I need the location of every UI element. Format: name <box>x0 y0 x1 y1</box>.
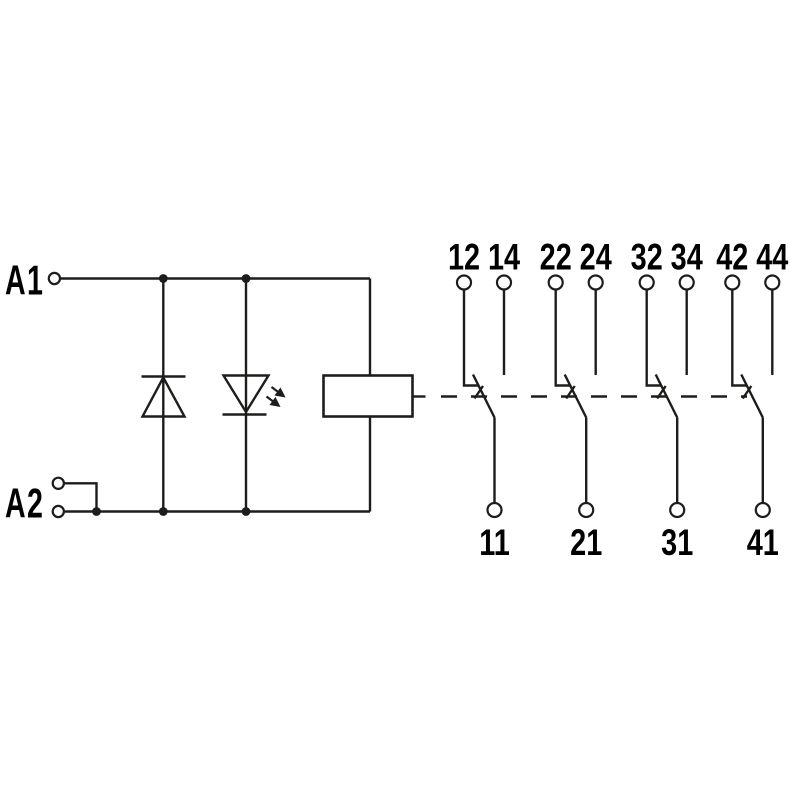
common-terminal-label: 31 <box>661 523 693 564</box>
a1-terminal-label: A1 <box>5 256 44 304</box>
nc-terminal-label: 32 <box>631 237 663 278</box>
nc-terminal-wire <box>645 289 661 387</box>
a2-terminal-circle-upper <box>51 476 66 490</box>
relay-coil <box>322 374 414 418</box>
junction-dot <box>241 507 251 516</box>
common-terminal-circle <box>578 501 595 519</box>
no-terminal-label: 24 <box>580 237 613 278</box>
common-terminal-label: 11 <box>479 523 510 564</box>
led-triangle <box>221 374 271 415</box>
led-indicator <box>221 374 286 416</box>
contact-mover <box>563 373 588 419</box>
contact-mover <box>654 373 679 419</box>
nc-contact-tick <box>656 385 667 400</box>
common-terminal-circle <box>669 501 686 519</box>
diode-triangle <box>140 374 187 418</box>
nc-terminal-wire <box>554 289 570 387</box>
nc-terminal-label: 22 <box>540 237 572 278</box>
a2-bridge-wire <box>64 482 98 512</box>
a2-terminal-label: A2 <box>5 479 44 527</box>
led-light-arrow <box>270 386 286 398</box>
nc-contact-tick <box>473 385 484 400</box>
common-terminal-label: 21 <box>570 523 602 564</box>
a2-terminal-circle-lower <box>51 504 66 519</box>
junction-dot <box>92 507 101 516</box>
no-terminal-label: 14 <box>488 237 521 278</box>
junction-dot <box>158 274 168 283</box>
nc-terminal-wire <box>731 289 747 387</box>
changeover-contact-3: 32 34 31 <box>631 237 704 564</box>
nc-contact-tick <box>565 385 576 400</box>
suppressor-diode <box>140 374 187 418</box>
no-terminal-label: 44 <box>756 237 789 278</box>
changeover-contact-4: 42 44 41 <box>716 237 789 564</box>
no-terminal-label: 34 <box>671 237 704 278</box>
nc-terminal-label: 12 <box>448 237 480 278</box>
changeover-contact-2: 22 24 21 <box>540 237 613 564</box>
led-light-arrow <box>265 395 281 408</box>
nc-terminal-label: 42 <box>716 237 748 278</box>
contact-mover <box>471 373 496 419</box>
contact-mover <box>740 373 764 419</box>
common-terminal-label: 41 <box>747 523 779 564</box>
common-terminal-circle <box>486 501 503 519</box>
junction-dot <box>241 274 251 283</box>
nc-terminal-wire <box>462 289 478 387</box>
nc-contact-tick <box>741 385 753 400</box>
a1-terminal-circle <box>47 271 62 286</box>
common-terminal-circle <box>754 501 771 519</box>
changeover-contact-1: 12 14 11 <box>448 237 521 564</box>
junction-dot <box>158 507 168 516</box>
